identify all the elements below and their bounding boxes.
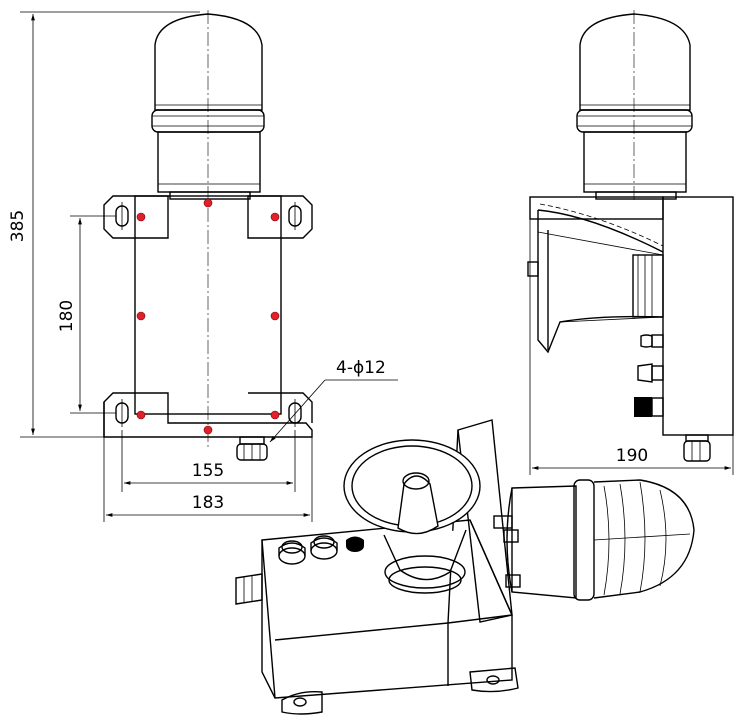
dim-190: 190 [529, 219, 734, 475]
dim-155: 155 [121, 430, 296, 492]
dim-183: 183 [103, 437, 313, 522]
hole-callout-label: 4-ϕ12 [336, 358, 386, 378]
dim-155-label: 155 [192, 461, 224, 481]
dim-385-label: 385 [8, 210, 28, 242]
hole-callout: 4-ϕ12 [269, 358, 398, 443]
dim-180-label: 180 [57, 300, 77, 332]
side-knobs [634, 334, 664, 417]
front-view: 385 180 155 183 4-ϕ12 [8, 10, 398, 522]
dim-183-label: 183 [192, 493, 224, 513]
iso-knobs [278, 535, 364, 565]
screw-markers [136, 198, 280, 435]
cable-gland [236, 436, 268, 461]
dim-180: 180 [57, 215, 116, 414]
dim-190-label: 190 [616, 446, 648, 466]
dim-385: 385 [8, 11, 200, 438]
isometric-view [235, 419, 695, 715]
side-view: 190 [527, 10, 734, 475]
